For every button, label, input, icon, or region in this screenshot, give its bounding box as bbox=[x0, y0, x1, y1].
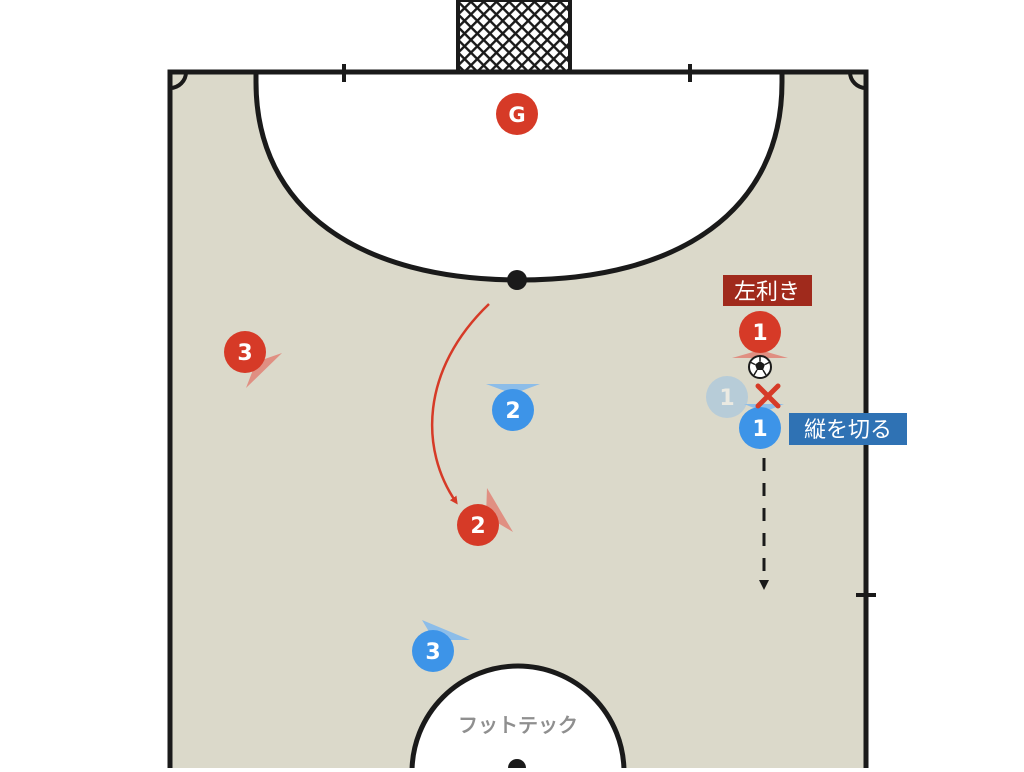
player-blue-3-label: 3 bbox=[425, 640, 440, 665]
penalty-spot bbox=[507, 270, 527, 290]
player-blue-1-previous: 1 bbox=[706, 376, 748, 418]
left-footed-label: 左利き bbox=[723, 275, 812, 306]
soccer-ball-icon[interactable] bbox=[748, 355, 772, 379]
left-footed-label-text: 左利き bbox=[734, 280, 800, 305]
center-circle bbox=[409, 663, 627, 772]
player-red-2-label: 2 bbox=[470, 514, 485, 539]
player-blue-1[interactable]: 1 bbox=[739, 407, 781, 449]
cut-vertical-label: 縦を切る bbox=[789, 413, 907, 445]
facing-indicator-red-1 bbox=[732, 350, 788, 358]
goal-net bbox=[456, 0, 572, 74]
player-blue-2-label: 2 bbox=[505, 399, 520, 424]
player-blue-1-label: 1 bbox=[752, 417, 767, 442]
player-red-1-label: 1 bbox=[752, 321, 767, 346]
brand-watermark: フットテック bbox=[458, 713, 578, 737]
run-arrow-red-2 bbox=[430, 303, 490, 505]
facing-indicator-red-3 bbox=[246, 353, 282, 388]
player-blue-3[interactable]: 3 bbox=[412, 630, 454, 672]
player-goalkeeper[interactable]: G bbox=[496, 93, 538, 135]
svg-text:1: 1 bbox=[719, 386, 734, 411]
player-red-2[interactable]: 2 bbox=[457, 504, 499, 546]
player-red-3-label: 3 bbox=[237, 341, 252, 366]
corner-arc-left bbox=[169, 71, 188, 90]
facing-indicator-red-2 bbox=[486, 488, 513, 532]
player-red-1[interactable]: 1 bbox=[739, 311, 781, 353]
corner-arc-right bbox=[848, 71, 867, 90]
cut-vertical-label-text: 縦を切る bbox=[804, 418, 892, 443]
player-blue-2[interactable]: 2 bbox=[492, 389, 534, 431]
player-red-3[interactable]: 3 bbox=[224, 331, 266, 373]
cross-mark-icon bbox=[755, 383, 781, 409]
player-goalkeeper-label: G bbox=[508, 103, 525, 127]
